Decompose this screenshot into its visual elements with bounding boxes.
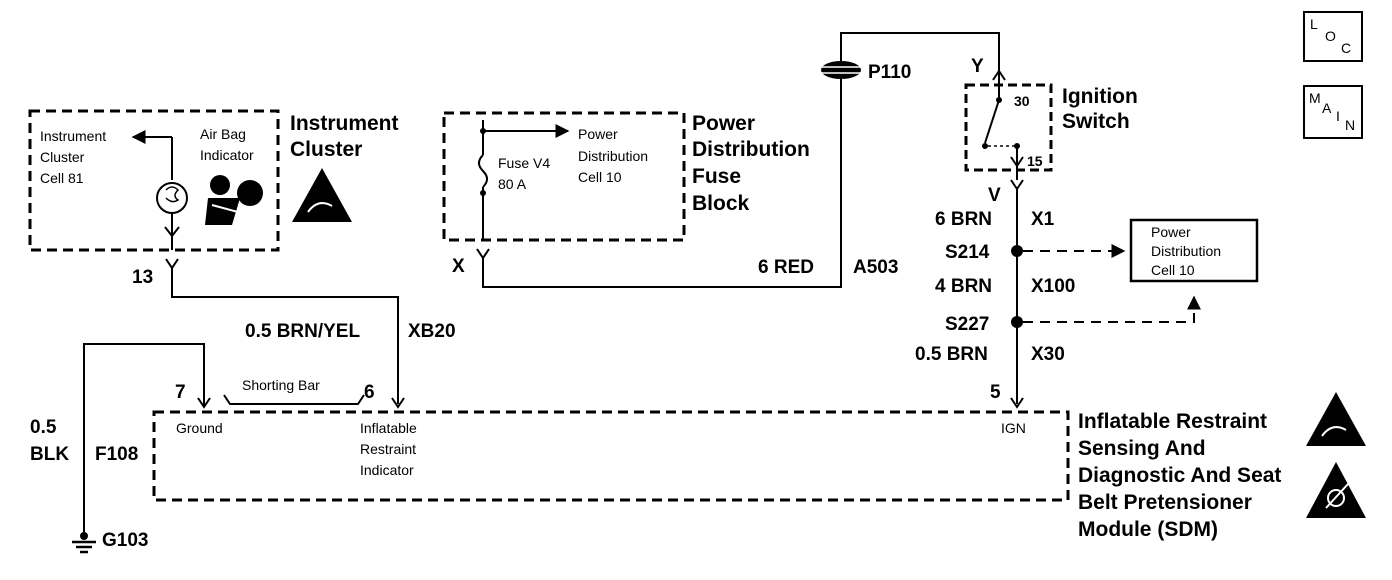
fuse-block-title: Power bbox=[692, 112, 755, 135]
fuse-cell-ref: Power bbox=[578, 126, 618, 142]
esd-warning-icon bbox=[292, 168, 352, 222]
fuse-block-title-4: Block bbox=[692, 192, 750, 215]
pin-13-connector bbox=[165, 258, 179, 270]
ground-label: G103 bbox=[102, 530, 148, 551]
pin-5-name: IGN bbox=[1001, 420, 1026, 436]
sdm-title-4: Belt Pretensioner bbox=[1078, 491, 1252, 514]
airbag-indicator-label: Air Bag bbox=[200, 126, 246, 142]
fuse-cell-ref-3: Cell 10 bbox=[578, 169, 622, 185]
instrument-cluster-title: Instrument bbox=[290, 112, 399, 135]
pin-7-name: Ground bbox=[176, 420, 223, 436]
wire-brn-yel bbox=[171, 268, 399, 404]
terminal-y-label: Y bbox=[971, 56, 984, 77]
airbag-indicator-label-2: Indicator bbox=[200, 147, 254, 163]
s227-dashed-link bbox=[1023, 295, 1201, 323]
loc-letter-l: L bbox=[1310, 16, 1318, 32]
ignition-switch-box bbox=[964, 83, 1053, 172]
wire-blk bbox=[83, 343, 205, 536]
main-letter-i: I bbox=[1336, 108, 1340, 124]
wire-brn-x30-circuit: X30 bbox=[1031, 344, 1065, 365]
power-distribution-cell-label-3: Cell 10 bbox=[1151, 262, 1195, 278]
x-connector bbox=[476, 248, 490, 260]
power-distribution-cell-label-2: Distribution bbox=[1151, 243, 1221, 259]
splice-s227-label: S227 bbox=[945, 314, 989, 335]
sdm-box bbox=[152, 410, 1070, 502]
switch-lever bbox=[984, 99, 1000, 144]
wire-red-circuit: A503 bbox=[853, 257, 898, 278]
instrument-cluster-cell-ref: Instrument bbox=[40, 128, 106, 144]
ignition-switch-title-2: Switch bbox=[1062, 110, 1130, 133]
pin-7-label: 7 bbox=[175, 382, 186, 403]
main-letter-m: M bbox=[1309, 90, 1321, 106]
fuse-rating: 80 A bbox=[498, 176, 527, 192]
wire-brn-x100-label: 4 BRN bbox=[935, 276, 992, 297]
pin-6-name: Inflatable bbox=[360, 420, 417, 436]
pin-6-name-3: Indicator bbox=[360, 462, 414, 478]
instrument-cluster-cell-ref-2: Cluster bbox=[40, 149, 85, 165]
switch-pivot bbox=[982, 143, 988, 149]
pin-5-connector bbox=[1010, 397, 1024, 409]
airbag-icon bbox=[205, 175, 263, 225]
wire-blk-circuit: F108 bbox=[95, 444, 138, 465]
fuse-node bbox=[480, 190, 486, 196]
contact-30-label: 30 bbox=[1014, 93, 1030, 109]
x-terminal-label: X bbox=[452, 256, 465, 277]
fuse-cell-ref-2: Distribution bbox=[578, 148, 648, 164]
wire-brn-x1-label: 6 BRN bbox=[935, 209, 992, 230]
splice-s214-label: S214 bbox=[945, 242, 990, 263]
bus-node bbox=[480, 128, 486, 134]
wire-blk-color: BLK bbox=[30, 444, 69, 465]
instrument-cluster-cell-ref-3: Cell 81 bbox=[40, 170, 84, 186]
esd-warning-icon-sdm bbox=[1306, 392, 1366, 446]
fuse-label: Fuse V4 bbox=[498, 155, 550, 171]
sdm-title-3: Diagnostic And Seat bbox=[1078, 464, 1281, 487]
main-letter-a: A bbox=[1322, 100, 1332, 116]
contact-15-connector bbox=[1010, 156, 1024, 168]
sdm-title-5: Module (SDM) bbox=[1078, 518, 1218, 541]
ignition-switch-title: Ignition bbox=[1062, 85, 1138, 108]
sdm-title-2: Sensing And bbox=[1078, 437, 1206, 460]
contact-15-label: 15 bbox=[1027, 153, 1043, 169]
p110-connector-icon bbox=[821, 61, 861, 79]
wire-brn-x30-label: 0.5 BRN bbox=[915, 344, 988, 365]
pin-5-label: 5 bbox=[990, 382, 1001, 403]
wire-red bbox=[482, 32, 1000, 288]
shorting-bar-label: Shorting Bar bbox=[242, 377, 320, 393]
instrument-cluster-title-2: Cluster bbox=[290, 138, 362, 161]
loc-letter-o: O bbox=[1325, 28, 1336, 44]
v-connector bbox=[1010, 179, 1024, 191]
p110-label: P110 bbox=[868, 62, 911, 83]
bulb-filament-icon bbox=[165, 186, 180, 203]
pin-6-connector bbox=[391, 397, 405, 409]
wire-brn-yel-label: 0.5 BRN/YEL bbox=[245, 321, 360, 342]
wire-red-label: 6 RED bbox=[758, 257, 814, 278]
splice-s214 bbox=[1011, 245, 1023, 257]
instrument-cluster-box bbox=[28, 109, 280, 252]
wire-brn-yel-circuit: XB20 bbox=[408, 321, 456, 342]
power-distribution-cell-box[interactable] bbox=[1129, 218, 1259, 283]
wire-brn-x100-circuit: X100 bbox=[1031, 276, 1075, 297]
pretensioner-warning-icon bbox=[1306, 462, 1366, 518]
power-distribution-cell-label: Power bbox=[1151, 224, 1191, 240]
main-button[interactable]: M A I N bbox=[1303, 85, 1363, 139]
fuse-block-box bbox=[442, 111, 686, 242]
connector-icon bbox=[164, 226, 180, 238]
splice-s227 bbox=[1011, 316, 1023, 328]
fuse-block-title-3: Fuse bbox=[692, 165, 741, 188]
fuse-icon bbox=[478, 154, 488, 188]
pin-6-name-2: Restraint bbox=[360, 441, 416, 457]
ground-icon bbox=[72, 532, 96, 554]
terminal-v-label: V bbox=[988, 185, 1001, 206]
pin-13-label: 13 bbox=[132, 267, 153, 288]
loc-letter-c: C bbox=[1341, 40, 1352, 56]
main-letter-n: N bbox=[1345, 117, 1356, 133]
loc-button[interactable]: L O C bbox=[1303, 11, 1363, 62]
pin-6-label: 6 bbox=[364, 382, 375, 403]
wire-blk-gauge: 0.5 bbox=[30, 417, 57, 438]
wire-brn-x1-circuit: X1 bbox=[1031, 209, 1055, 230]
fuse-block-title-2: Distribution bbox=[692, 138, 810, 161]
shorting-bar bbox=[223, 394, 365, 405]
sdm-title: Inflatable Restraint bbox=[1078, 410, 1267, 433]
